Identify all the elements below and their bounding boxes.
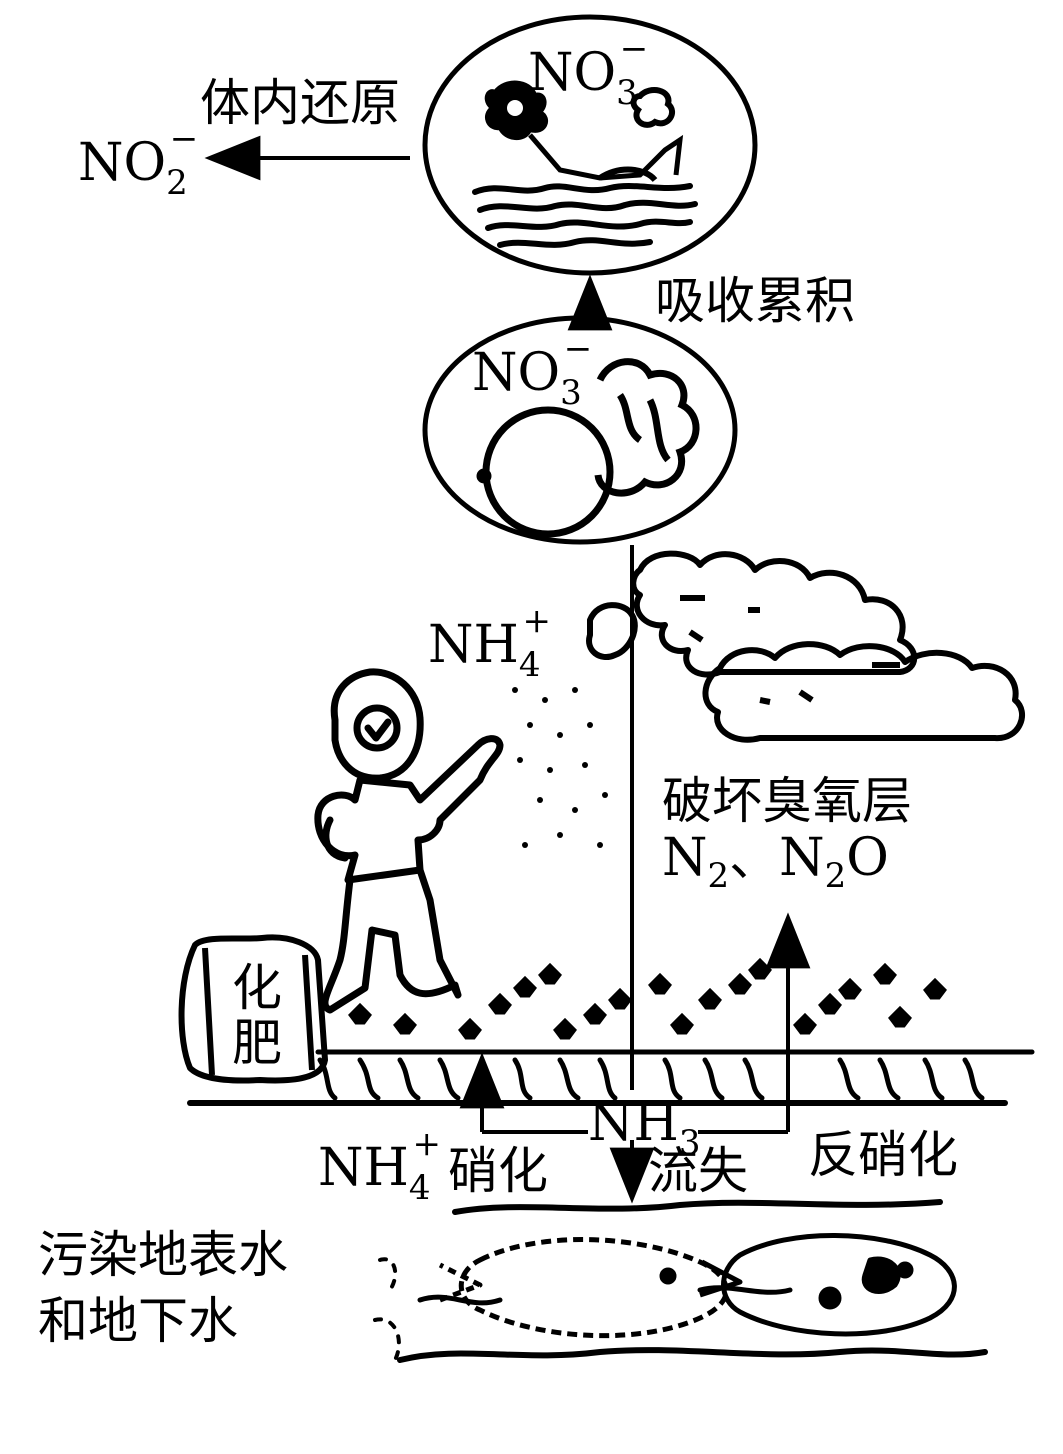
nitrification-label: 硝化	[448, 1142, 548, 1200]
denitrification-label: 反硝化	[808, 1126, 958, 1184]
ammonium-air-label: NH4+	[428, 601, 551, 685]
animal-drawing-icon	[484, 80, 684, 183]
pollution-label-line1: 污染地表水	[38, 1226, 288, 1284]
denitrification-gases-label: N2、N2O	[662, 828, 889, 896]
runoff-label: 流失	[648, 1142, 748, 1200]
fertilizer-spray-dots	[512, 687, 608, 848]
middle-ellipse	[422, 315, 738, 545]
fertilizer-bag-icon	[178, 934, 328, 1084]
cloud-icon	[586, 550, 1026, 743]
top-ellipse	[422, 14, 758, 276]
pollution-label-line2: 和地下水	[38, 1292, 238, 1350]
ammonium-soil-label: NH4+	[318, 1124, 441, 1208]
fish-icon	[438, 1237, 729, 1339]
crop-seedlings-icon	[348, 957, 947, 1040]
nitrate-top-label: NO3−	[528, 29, 648, 113]
absorption-accumulation-label: 吸收累积	[655, 272, 855, 330]
nitrite-label: NO2−	[78, 119, 198, 203]
fertilizer-bag-label-bottom: 肥	[232, 1014, 282, 1072]
farmer-figure-icon	[314, 668, 504, 1014]
vegetable-drawing-icon	[476, 358, 700, 538]
fish-icon-2	[699, 1233, 957, 1337]
water-waves-top	[472, 183, 698, 248]
nitrogen-bracket	[459, 912, 811, 1204]
ammonia-label: NH3	[588, 1093, 701, 1163]
soil-layer	[187, 1049, 1035, 1106]
fertilizer-bag-label-top: 化	[232, 959, 282, 1017]
internal-reduction-label: 体内还原	[200, 74, 400, 132]
nitrate-mid-label: NO3−	[472, 329, 592, 413]
water-body	[373, 1199, 988, 1363]
destroy-ozone-label: 破坏臭氧层	[662, 772, 912, 830]
